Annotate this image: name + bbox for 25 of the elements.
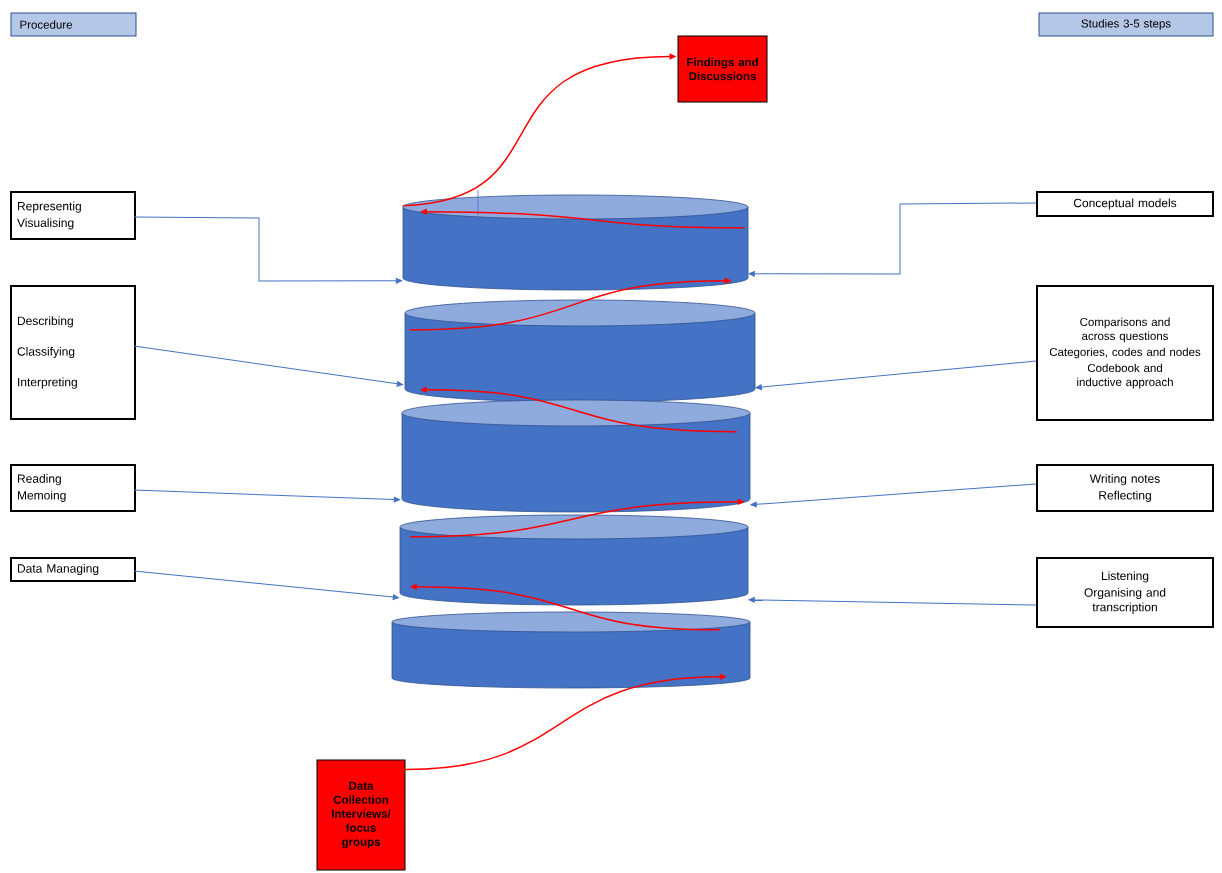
step-box: Describing Classifying Interpreting <box>10 285 136 420</box>
arrow <box>750 483 1037 508</box>
cylinder-layer <box>404 299 756 403</box>
heading-box: Procedure <box>10 12 137 37</box>
stage-box: Data Collection Interviews/ focus groups <box>316 759 406 871</box>
stage-box: Findings and Discussions <box>677 35 768 103</box>
cylinder-layer <box>399 514 749 606</box>
step-box: Data Managing <box>10 557 136 582</box>
arrow <box>133 489 401 503</box>
step-box: Writing notes Reflecting <box>1036 464 1214 512</box>
step-box: Listening Organising and transcription <box>1036 557 1214 628</box>
cylinder-layer <box>401 399 751 513</box>
arrow <box>133 216 403 284</box>
arrow <box>133 345 404 387</box>
step-box: Reading Memoing <box>10 464 136 512</box>
step-box: Conceptual models <box>1036 191 1214 217</box>
arrow <box>748 597 1037 606</box>
heading-box: Studies 3-5 steps <box>1038 12 1214 37</box>
arrow <box>133 570 400 600</box>
arrow <box>748 202 1037 277</box>
step-box: Comparisons and across questions Categories, codes and nodes Codebook and inductive approach <box>1036 285 1214 421</box>
cylinder-layer <box>402 194 749 291</box>
cylinder-layer <box>391 611 751 689</box>
step-box: Representig Visualising <box>10 191 136 240</box>
arrow <box>755 360 1037 391</box>
